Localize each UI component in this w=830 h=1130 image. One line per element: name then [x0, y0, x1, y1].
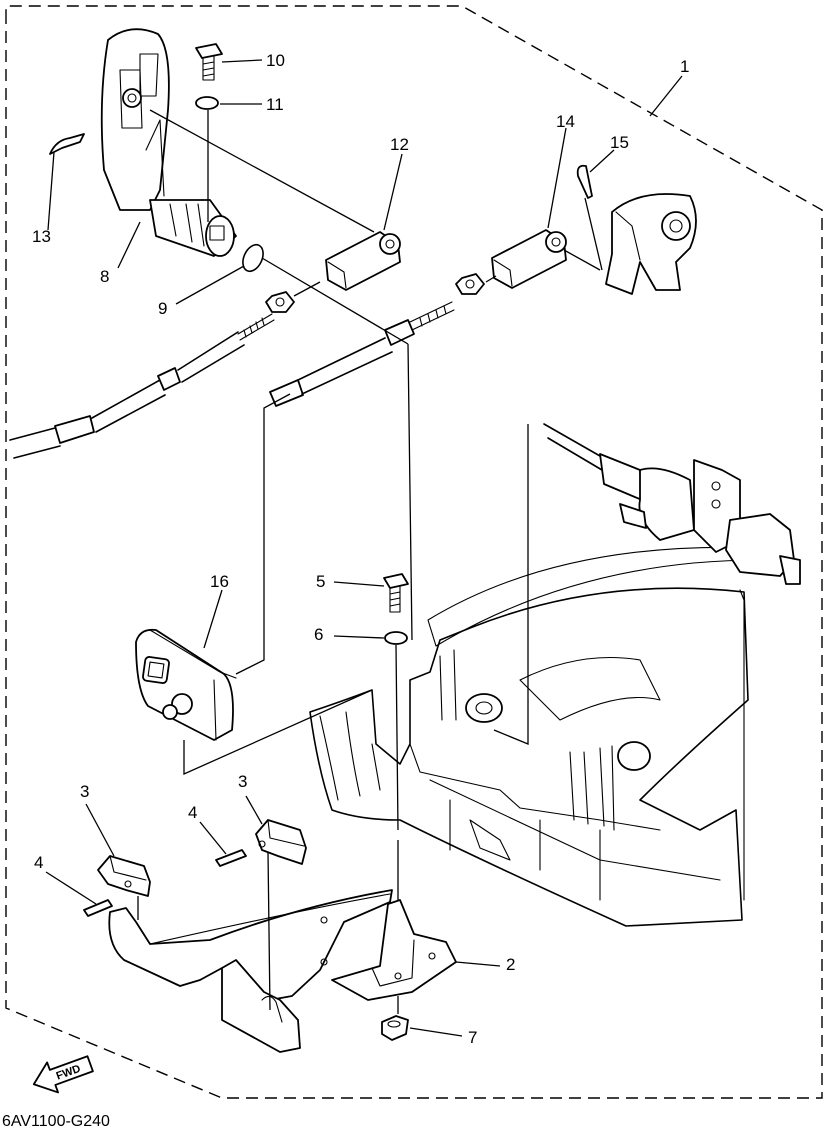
joint-part-14: [491, 229, 567, 289]
panel-guide-line: [183, 689, 373, 776]
washer-part-11: [195, 96, 219, 110]
callout-3-right: 3: [238, 772, 247, 791]
bottom-cowling: [309, 546, 761, 927]
lower-plate: [108, 889, 393, 1053]
pin-part-4-right: [215, 849, 247, 867]
clip-part-15: [576, 164, 593, 199]
switch-panel-part-16: [135, 628, 237, 741]
bracket-part-2: [331, 899, 457, 1001]
clamp-part-3-right: [255, 819, 307, 865]
callout-8: 8: [100, 267, 109, 286]
callout-4-left: 4: [34, 853, 43, 872]
throttle-cable: [269, 301, 455, 407]
callout-13: 13: [32, 227, 51, 246]
callout-12: 12: [390, 135, 409, 154]
nut-left: [265, 291, 295, 313]
nut-right: [455, 273, 485, 295]
upper-guide-lines: [149, 109, 603, 675]
callout-5: 5: [316, 572, 325, 591]
diagram-code: 6AV1100-G240: [2, 1113, 110, 1130]
callout-leaders: [45, 59, 683, 1037]
callout-2: 2: [506, 955, 515, 974]
callout-9: 9: [158, 299, 167, 318]
callout-6: 6: [314, 625, 323, 644]
joint-part-12: [325, 231, 401, 291]
callout-14: 14: [556, 112, 575, 131]
pin-part-4-left: [83, 899, 113, 917]
callout-11: 11: [266, 95, 284, 114]
callout-1: 1: [680, 57, 689, 76]
shift-cable: [9, 313, 275, 459]
callout-3-left: 3: [80, 782, 89, 801]
control-handle-part-8: [100, 28, 237, 257]
bolt-part-10: [195, 43, 223, 81]
nut-part-7: [381, 1015, 409, 1041]
assembly-boundary: [5, 5, 823, 1099]
callout-16: 16: [210, 572, 229, 591]
clamp-part-3-left: [97, 855, 151, 897]
callout-7: 7: [468, 1028, 477, 1047]
washer-part-6: [384, 631, 408, 645]
clip-part-13: [49, 133, 85, 155]
callout-10: 10: [266, 51, 285, 70]
o-ring-part-9: [242, 243, 264, 273]
shift-rod-assembly: [493, 423, 801, 745]
fwd-arrow-icon: FWD: [32, 1055, 94, 1094]
callout-4-right: 4: [188, 803, 197, 822]
bolt-part-5: [383, 573, 409, 613]
throttle-lever: [605, 193, 697, 295]
callout-15: 15: [610, 133, 629, 152]
